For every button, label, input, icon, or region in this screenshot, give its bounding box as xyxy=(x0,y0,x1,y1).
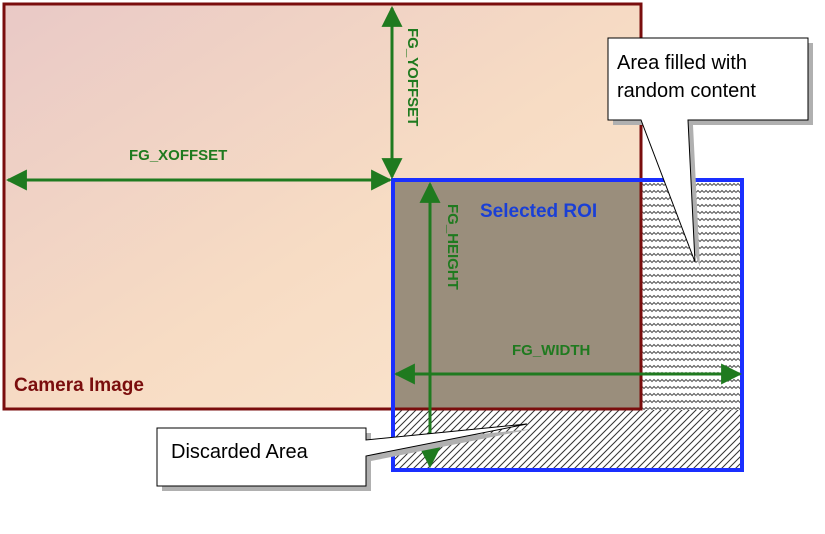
selected-roi-border xyxy=(391,178,744,472)
fg-yoffset-label: FG_YOFFSET xyxy=(404,28,421,126)
fg-width-label: FG_WIDTH xyxy=(512,342,590,359)
random-content-line-2: random content xyxy=(617,80,756,102)
discarded-callout: Discarded Area xyxy=(156,423,532,491)
camera-image-label: Camera Image xyxy=(14,375,144,396)
random-content-line-1: Area filled with xyxy=(617,52,747,74)
fg-height-label: FG_HEIGHT xyxy=(444,204,461,290)
fg-xoffset-label: FG_XOFFSET xyxy=(129,147,227,164)
discarded-area-label: Discarded Area xyxy=(171,441,309,463)
selected-roi-label: Selected ROI xyxy=(480,201,597,222)
random-content-callout: Area filled with random content xyxy=(607,37,813,267)
